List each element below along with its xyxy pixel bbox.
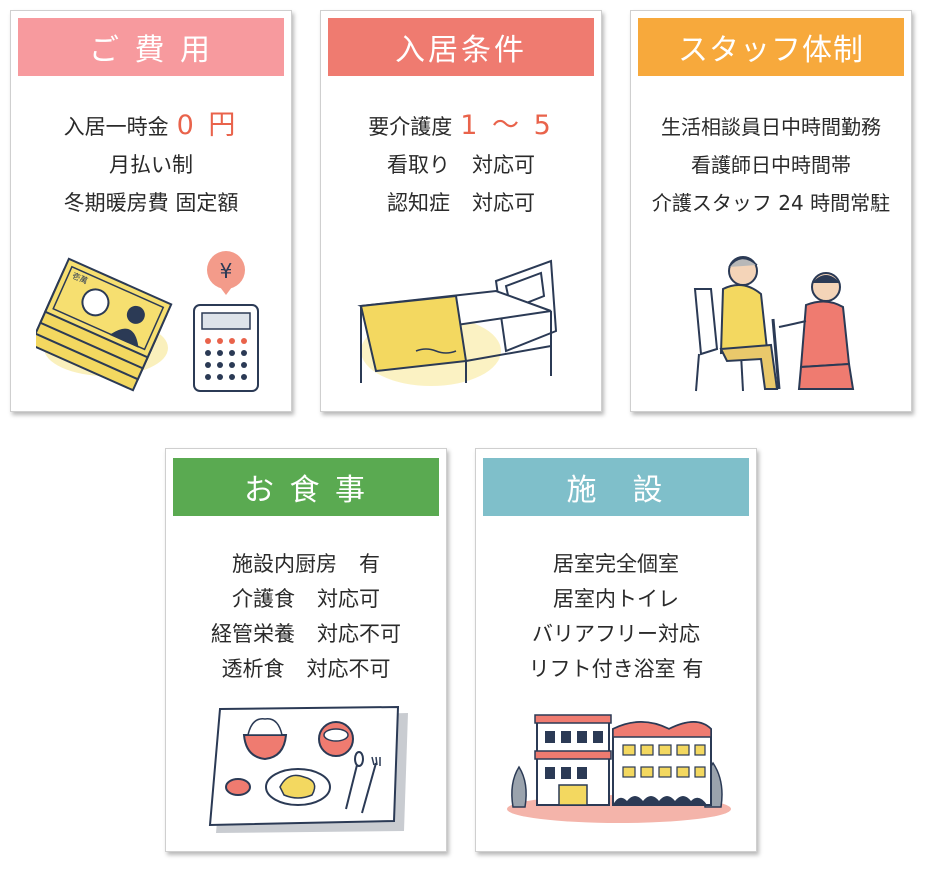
meals-line-4-label: 透析食 xyxy=(221,657,285,681)
meals-line-1-label: 施設内厨房 xyxy=(232,552,337,576)
meals-line-1-value: 有 xyxy=(359,552,380,576)
facility-card: 施 設 居室完全個室 居室内トイレ バリアフリー対応 リフト付き浴室 有 xyxy=(475,448,757,852)
facility-card-title: 施 設 xyxy=(483,458,749,516)
cost-line-1-label: 入居一時金 xyxy=(63,115,169,139)
facility-line-3: バリアフリー対応 xyxy=(532,622,700,646)
meal-tray-icon xyxy=(208,705,408,833)
cost-line-3: 冬期暖房費 固定額 xyxy=(63,191,239,215)
conditions-line-3-label: 認知症 xyxy=(387,191,450,215)
meals-line-4: 透析食対応不可 xyxy=(166,652,446,687)
cost-line-1: 入居一時金 0 円 xyxy=(11,107,291,146)
conditions-line-3-value: 対応可 xyxy=(472,191,535,215)
calculator-icon xyxy=(193,304,259,392)
cost-card: ご 費 用 入居一時金 0 円 月払い制 冬期暖房費 固定額 壱萬 xyxy=(10,10,292,412)
conditions-card-title: 入居条件 xyxy=(328,18,594,76)
meals-line-2: 介護食対応可 xyxy=(166,582,446,617)
meals-line-1: 施設内厨房有 xyxy=(166,547,446,582)
conditions-line-2: 看取り対応可 xyxy=(321,146,601,184)
conditions-card: 入居条件 要介護度 1 ～ 5 看取り対応可 認知症対応可 xyxy=(320,10,602,412)
meals-card-body: 施設内厨房有 介護食対応可 経管栄養対応不可 透析食対応不可 xyxy=(166,547,446,687)
meals-line-4-value: 対応不可 xyxy=(306,657,391,681)
facility-line-1: 居室完全個室 xyxy=(553,552,679,576)
facility-line-4: リフト付き浴室 有 xyxy=(528,657,704,681)
meals-line-2-value: 対応可 xyxy=(317,587,380,611)
svg-text:¥: ¥ xyxy=(220,259,233,283)
cost-line-2: 月払い制 xyxy=(109,153,193,177)
staff-line-2: 看護師日中時間帯 xyxy=(691,153,851,177)
conditions-line-1: 要介護度 1 ～ 5 xyxy=(321,107,601,146)
staff-card-title: スタッフ体制 xyxy=(638,18,904,76)
caregiver-elder-icon xyxy=(693,256,855,392)
meals-line-2-label: 介護食 xyxy=(232,587,295,611)
cost-line-1-value: 0 円 xyxy=(176,110,239,141)
staff-card: スタッフ体制 生活相談員日中時間勤務 看護師日中時間帯 介護スタッフ 24 時間… xyxy=(630,10,912,412)
staff-line-3: 介護スタッフ 24 時間常駐 xyxy=(651,191,891,215)
meals-card: お 食 事 施設内厨房有 介護食対応可 経管栄養対応不可 透析食対応不可 xyxy=(165,448,447,852)
meals-line-3: 経管栄養対応不可 xyxy=(166,617,446,652)
yen-bubble-icon: ¥ xyxy=(207,251,245,295)
meals-line-3-label: 経管栄養 xyxy=(211,622,295,646)
conditions-line-1-label: 要介護度 xyxy=(368,115,453,139)
cost-illustration: 壱萬 ¥ xyxy=(36,251,259,392)
meals-line-3-value: 対応不可 xyxy=(317,622,401,646)
conditions-line-1-value: 1 ～ 5 xyxy=(460,110,554,141)
cost-card-title: ご 費 用 xyxy=(18,18,284,76)
staff-line-1: 生活相談員日中時間勤務 xyxy=(661,115,881,139)
conditions-card-body: 要介護度 1 ～ 5 看取り対応可 認知症対応可 xyxy=(321,107,601,222)
conditions-line-2-label: 看取り xyxy=(387,153,450,177)
facility-building-icon xyxy=(507,714,731,823)
conditions-line-3: 認知症対応可 xyxy=(321,184,601,222)
facility-card-body: 居室完全個室 居室内トイレ バリアフリー対応 リフト付き浴室 有 xyxy=(476,547,756,687)
banknotes-icon: 壱萬 xyxy=(36,257,173,392)
cost-card-body: 入居一時金 0 円 月払い制 冬期暖房費 固定額 xyxy=(11,107,291,222)
staff-card-body: 生活相談員日中時間勤務 看護師日中時間帯 介護スタッフ 24 時間常駐 xyxy=(631,108,911,222)
conditions-line-2-value: 対応可 xyxy=(472,153,535,177)
facility-line-2: 居室内トイレ xyxy=(553,587,679,611)
care-bed-icon xyxy=(357,259,558,386)
meals-card-title: お 食 事 xyxy=(173,458,439,516)
